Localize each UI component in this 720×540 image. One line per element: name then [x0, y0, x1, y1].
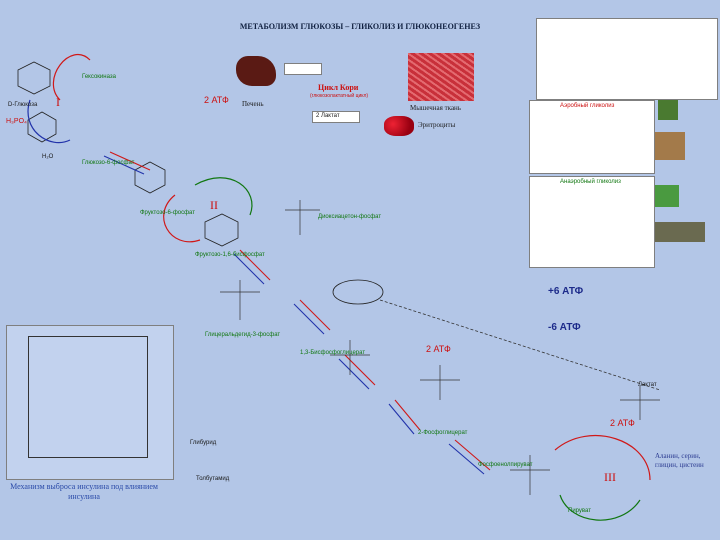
label-pep: Фосфоенолпируват — [478, 462, 533, 468]
cori-title: Цикл Кори — [318, 83, 359, 92]
label-pg2: 2-Фосфоглицерат — [418, 430, 468, 436]
animal-photo-1 — [658, 100, 678, 120]
stage2-cycle-arrow — [163, 194, 201, 243]
cori-glucose-box — [284, 63, 322, 75]
insulin-cell-inner — [28, 336, 148, 458]
insulin-caption: Механизм выброса инсулина под влиянием и… — [10, 482, 158, 501]
label-h2o: H₂O — [42, 154, 54, 160]
aerobic-label: Аэробный гликолиз — [560, 103, 615, 109]
label-tolbutamide: Толбутамид — [196, 476, 230, 482]
cori-liver-label: Печень — [242, 100, 264, 108]
cori-muscle-image — [408, 53, 474, 101]
aerobic-box: Аэробный гликолиз — [529, 100, 655, 174]
cori-erythrocytes-label: Эритроциты — [418, 121, 456, 129]
label-g6p: Глюкозо-6-фосфат — [82, 160, 135, 166]
stage2-label: II — [210, 198, 218, 212]
label-f6p: Фруктозо-6-фосфат — [140, 210, 195, 216]
gap-highlight-ellipse — [332, 279, 384, 305]
animal-photo-4 — [655, 222, 705, 242]
cori-subtitle: (глюкозолактатный цикл) — [310, 93, 369, 99]
animal-photo-2 — [655, 132, 685, 160]
insulin-mechanism-box — [6, 325, 174, 480]
cori-muscle-label: Мышечная ткань — [410, 104, 461, 112]
stage1-label: I — [56, 95, 60, 109]
label-lactate-box: Лактат — [638, 382, 657, 388]
label-glibenclamide: Глибурид — [190, 440, 217, 446]
atp-2-a: 2 АТФ — [426, 344, 451, 354]
glucose-structure — [17, 61, 239, 247]
page-title: МЕТАБОЛИЗМ ГЛЮКОЗЫ – ГЛИКОЛИЗ И ГЛЮКОНЕО… — [239, 22, 481, 31]
label-bpg: 1,3-Бисфосфоглицерат — [300, 350, 366, 356]
atp-2-b: 2 АТФ — [610, 418, 635, 428]
cori-lactate-text: 2 Лактат — [316, 113, 340, 119]
label-gap: Глицеральдегид-3-фосфат — [205, 332, 281, 338]
anaerobic-box: Анаэробный гликолиз — [529, 176, 655, 268]
label-glucose: D-Глюкоза — [8, 102, 38, 108]
label-f16bp: Фруктозо-1,6-бисфосфат — [195, 252, 265, 258]
anaerobic-label: Анаэробный гликолиз — [560, 179, 621, 185]
label-h3po4: H₃PO₄ — [6, 118, 27, 125]
reaction-box-1 — [536, 18, 718, 100]
stage2-cycle-arrow-green — [194, 177, 253, 216]
label-hexokinase: Гексокиназа — [82, 74, 116, 80]
energy-line-plus: +6 АТФ — [548, 286, 584, 297]
cori-atp: 2 АТФ — [204, 95, 229, 105]
aminoacids-label: Аланин, серин, глицин, цистеин — [655, 452, 704, 469]
label-dhap: Диоксиацетон-фосфат — [318, 214, 382, 220]
stage3-cycle-arrow-green — [559, 494, 641, 521]
stage3-label: III — [604, 470, 616, 484]
animal-photo-3 — [655, 185, 679, 207]
cori-lactate-box: 2 Лактат — [312, 111, 360, 123]
energy-line-minus: -6 АТФ — [548, 322, 581, 333]
stage3-cycle-arrow — [554, 435, 651, 481]
energy-dashed-line — [379, 299, 661, 391]
cori-liver-image — [236, 56, 276, 86]
label-pyruvate: Пируват — [568, 508, 592, 514]
stage1-cycle-arrow — [52, 53, 91, 101]
cori-erythrocytes-image — [384, 116, 414, 136]
stage1-cycle-arrow-blue — [27, 99, 71, 144]
